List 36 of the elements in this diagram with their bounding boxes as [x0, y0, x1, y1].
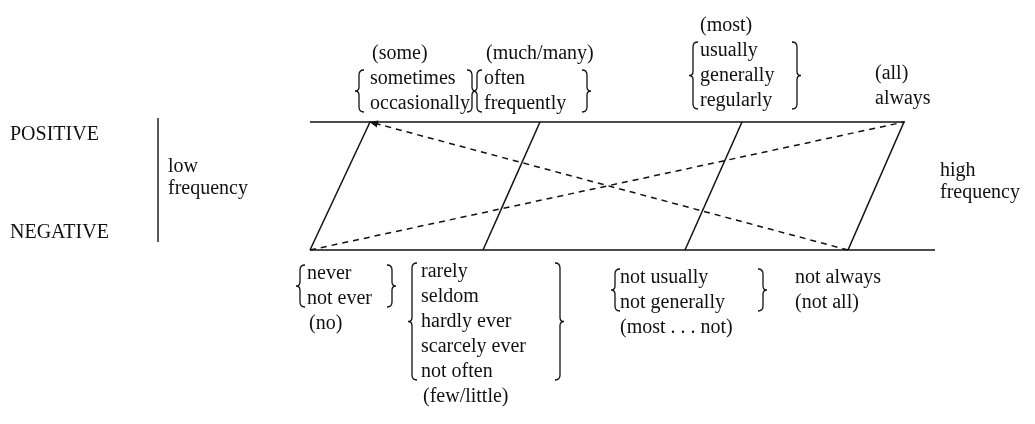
frequency-word: often	[484, 65, 526, 90]
dashed-arrow	[369, 120, 849, 251]
scale-label: low frequency	[168, 154, 249, 198]
frequency-word: scarcely ever	[421, 333, 526, 358]
frequency-word: (no)	[309, 310, 343, 335]
frequency-word: frequently	[484, 90, 567, 115]
frequency-word: usually	[700, 37, 758, 62]
frequency-word: sometimes	[370, 65, 456, 90]
scale-label: POSITIVE	[10, 122, 100, 144]
frequency-word: hardly ever	[421, 308, 512, 333]
frequency-word: rarely	[421, 258, 468, 283]
scale-label: NEGATIVE	[10, 220, 110, 242]
connector-line	[684, 121, 743, 251]
frequency-word: never	[307, 260, 352, 285]
connector-line	[309, 121, 371, 251]
frequency-word: regularly	[700, 87, 773, 112]
frequency-word: (few/little)	[423, 383, 509, 408]
frequency-word: not often	[421, 358, 493, 383]
frequency-word: not generally	[620, 289, 725, 314]
frequency-word: not always	[795, 264, 882, 289]
connector-line	[847, 121, 905, 251]
connector-line	[482, 121, 541, 251]
frequency-word: generally	[700, 62, 775, 87]
frequency-word: always	[875, 85, 931, 110]
frequency-word: not ever	[307, 285, 372, 310]
frequency-word: (all)	[875, 60, 909, 85]
frequency-word: (much/many)	[486, 40, 594, 65]
frequency-word: occasionally	[370, 90, 470, 115]
frequency-word: (most . . . not)	[620, 314, 733, 339]
frequency-word: seldom	[421, 283, 479, 308]
dashed-line	[309, 121, 905, 251]
frequency-word: (not all)	[795, 289, 859, 314]
scale-label: high frequency	[940, 158, 1021, 202]
frequency-word: not usually	[620, 264, 709, 289]
frequency-word: (most)	[700, 12, 753, 37]
frequency-word: (some)	[372, 40, 428, 65]
